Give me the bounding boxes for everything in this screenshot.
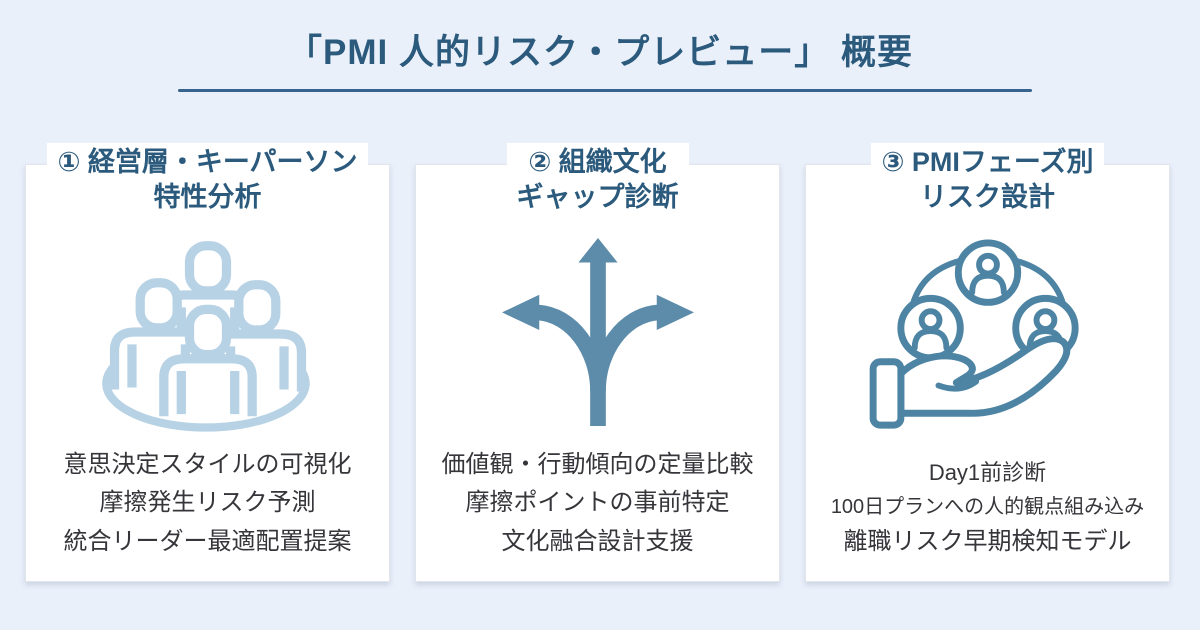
title-underline: [178, 89, 1032, 92]
card-2-feature-3: 文化融合設計支援: [501, 527, 694, 555]
card-3-feature-1: Day1前診断: [928, 460, 1047, 486]
card-3-heading-line1: ③ PMIフェーズ別: [881, 147, 1094, 177]
people-group-icon: [101, 229, 310, 432]
card-3-feature-3: 離職リスク早期検知モデル: [843, 527, 1132, 555]
card-1-feature-list: 意思決定スタイルの可視化 摩擦発生リスク予測 統合リーダー最適配置提案: [64, 446, 352, 561]
card-2-heading-line2: ギャップ診断: [516, 181, 679, 212]
card-1-heading-line1: ① 経営層・キーパーソン: [57, 147, 358, 177]
card-1-feature-3: 統合リーダー最適配置提案: [63, 527, 352, 555]
page-title: 「PMI 人的リスク・プレビュー」 概要: [287, 33, 913, 72]
card-3-feature-2: 100日プランへの人的観点組み込み: [830, 495, 1145, 518]
card-2-heading-line1: ② 組織文化: [528, 147, 667, 177]
card-2-icon-area: [500, 218, 696, 446]
card-2-heading: ② 組織文化 ギャップ診断: [506, 143, 689, 215]
card-pmi-phase-risk-design: ③ PMIフェーズ別 リスク設計: [805, 143, 1170, 582]
card-2-feature-2: 摩擦ポイントの事前特定: [465, 489, 730, 517]
card-1-icon-area: [95, 218, 321, 446]
card-3-heading-line2: リスク設計: [919, 181, 1055, 212]
card-2-feature-1: 価値観・行動傾向の定量比較: [441, 450, 754, 478]
hand-holding-network-icon: [869, 239, 1079, 429]
branching-arrows-icon: [501, 237, 694, 426]
card-1-heading: ① 経営層・キーパーソン 特性分析: [47, 143, 368, 215]
card-3-heading: ③ PMIフェーズ別 リスク設計: [871, 143, 1104, 215]
card-3-feature-list: Day1前診断 100日プランへの人的観点組み込み 離職リスク早期検知モデル: [831, 455, 1144, 561]
card-1-feature-2: 摩擦発生リスク予測: [99, 489, 316, 517]
card-2-feature-list: 価値観・行動傾向の定量比較 摩擦ポイントの事前特定 文化融合設計支援: [442, 446, 754, 561]
card-1-heading-line2: 特性分析: [153, 181, 262, 212]
card-culture-gap-diagnosis: ② 組織文化 ギャップ診断 価値観・行動傾向の定量比較 摩擦ポイントの事前特定 …: [415, 143, 780, 582]
card-3-icon-area: [869, 218, 1107, 455]
card-executive-keyperson-analysis: ① 経営層・キーパーソン 特性分析 意思決定スタイルの可視化 摩擦発生リスク予測…: [25, 143, 390, 582]
card-1-feature-1: 意思決定スタイルの可視化: [63, 450, 352, 478]
